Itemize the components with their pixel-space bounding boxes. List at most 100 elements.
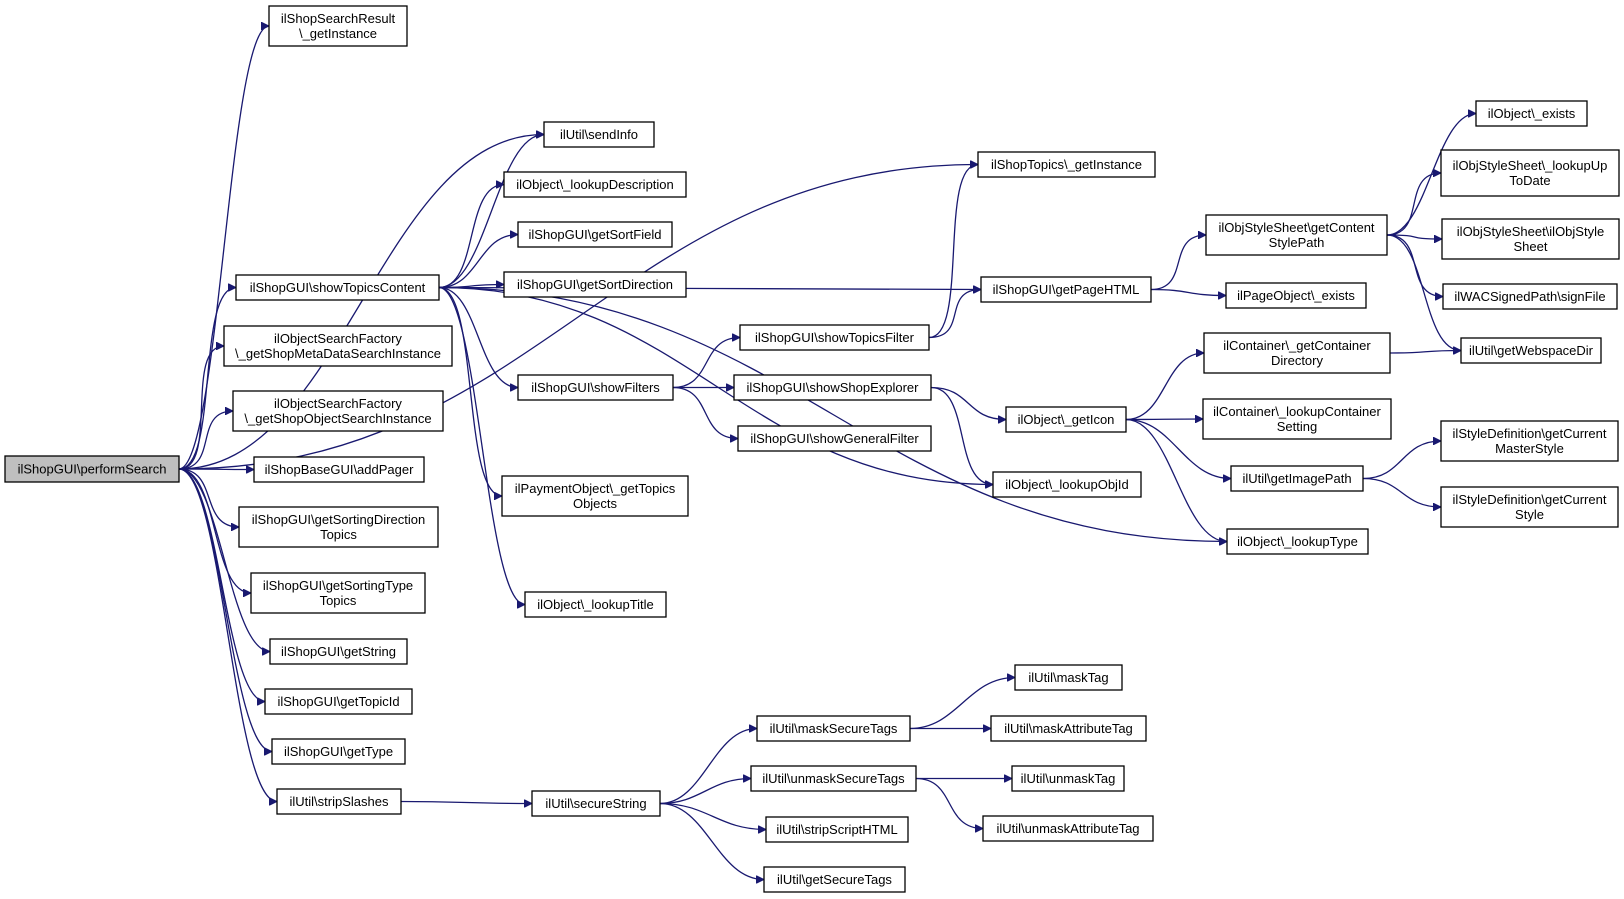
node-label-line: ilWACSignedPath\signFile — [1454, 289, 1605, 304]
node-box — [1011, 765, 1125, 792]
edge-root-to-n_objsearch — [178, 411, 233, 470]
node-n_shoptopics[interactable]: ilShopTopics\_getInstance — [977, 151, 1156, 178]
node-n_addpager[interactable]: ilShopBaseGUI\addPager — [253, 456, 425, 483]
node-n_unmaskattrtag[interactable]: ilUtil\unmaskAttributeTag — [982, 815, 1154, 842]
node-n_unmasktag[interactable]: ilUtil\unmaskTag — [1011, 765, 1125, 792]
node-label-line: ilObject\_lookupType — [1237, 534, 1358, 549]
node-n_signfile[interactable]: ilWACSignedPath\signFile — [1442, 283, 1618, 310]
edge-n_showtopicscontent-to-n_lookuptitle — [438, 286, 526, 605]
node-label-line: \_getInstance — [299, 26, 377, 41]
node-root[interactable]: ilShopGUI\performSearch — [4, 455, 180, 483]
node-box — [1202, 398, 1392, 440]
node-n_objexists[interactable]: ilObject\_exists — [1475, 100, 1588, 127]
node-n_objsearch[interactable]: ilObjectSearchFactory\_getShopObjectSear… — [232, 390, 444, 432]
node-label-line: ilStyleDefinition\getCurrent — [1453, 426, 1607, 441]
node-n_sortfield[interactable]: ilShopGUI\getSortField — [517, 221, 673, 248]
edge-n_getimagepath-to-n_mastersyle — [1362, 441, 1441, 480]
node-label-line: ilUtil\secureString — [545, 796, 646, 811]
node-n_stripslashes[interactable]: ilUtil\stripSlashes — [276, 788, 402, 815]
nodes-layer: ilShopGUI\performSearch ilShopSearchResul… — [4, 5, 1620, 893]
node-n_getsecuretags[interactable]: ilUtil\getSecureTags — [763, 866, 906, 893]
node-label-line: ilUtil\unmaskSecureTags — [762, 771, 905, 786]
node-box — [765, 816, 909, 843]
node-label-line: ilUtil\sendInfo — [560, 127, 638, 142]
node-box — [4, 455, 180, 483]
node-n_metasearch[interactable]: ilObjectSearchFactory\_getShopMetaDataSe… — [223, 325, 453, 367]
node-n_webspacedir[interactable]: ilUtil\getWebspaceDir — [1460, 337, 1602, 364]
node-n_lookupobjid[interactable]: ilObject\_lookupObjId — [992, 471, 1142, 498]
node-n_pageobjexists[interactable]: ilPageObject\_exists — [1225, 282, 1367, 309]
node-box — [543, 121, 655, 148]
edge-n_showshopexplorer-to-n_lookupobjid — [930, 386, 993, 485]
node-box — [264, 688, 413, 715]
node-label-line: ilShopGUI\getSortingDirection — [252, 512, 425, 527]
node-n_getpagehtml[interactable]: ilShopGUI\getPageHTML — [980, 276, 1152, 303]
node-label-line: ilShopGUI\showTopicsFilter — [755, 330, 915, 345]
node-label-line: ilUtil\getImagePath — [1242, 471, 1351, 486]
node-box — [1440, 420, 1619, 462]
node-box — [1203, 332, 1391, 374]
edge-root-to-n_sendinfo — [178, 135, 544, 470]
node-box — [503, 271, 687, 298]
node-n_showgeneralfilter[interactable]: ilShopGUI\showGeneralFilter — [737, 425, 932, 452]
node-label-line: ilUtil\maskSecureTags — [770, 721, 898, 736]
node-label-line: ToDate — [1509, 173, 1550, 188]
node-box — [1441, 218, 1620, 260]
node-n_masktag[interactable]: ilUtil\maskTag — [1014, 664, 1123, 691]
node-n_search_result[interactable]: ilShopSearchResult\_getInstance — [268, 5, 408, 47]
edge-n_showtopicsfilter-to-n_shoptopics — [928, 165, 979, 339]
node-label-line: Objects — [573, 496, 618, 511]
edge-n_geticon-to-n_containerdir — [1125, 353, 1204, 421]
edge-n_getimagepath-to-n_currentstyle — [1362, 477, 1441, 508]
node-n_gettype[interactable]: ilShopGUI\getType — [271, 738, 406, 765]
node-n_lookuptitle[interactable]: ilObject\_lookupTitle — [524, 591, 667, 618]
node-n_sortdir[interactable]: ilShopGUI\getSortDirection — [503, 271, 687, 298]
node-n_getstring[interactable]: ilShopGUI\getString — [269, 638, 408, 665]
node-label-line: ilUtil\stripSlashes — [290, 794, 389, 809]
node-n_showshopexplorer[interactable]: ilShopGUI\showShopExplorer — [733, 374, 932, 401]
node-label-line: ilShopGUI\showGeneralFilter — [750, 431, 919, 446]
edges-layer — [178, 26, 1476, 880]
node-n_showtopicsfilter[interactable]: ilShopGUI\showTopicsFilter — [739, 324, 930, 351]
node-n_masksecuretags[interactable]: ilUtil\maskSecureTags — [756, 715, 911, 742]
edge-n_stripslashes-to-n_securestring — [400, 802, 532, 804]
node-n_stripscripthtml[interactable]: ilUtil\stripScriptHTML — [765, 816, 909, 843]
node-n_geticon[interactable]: ilObject\_getIcon — [1005, 406, 1127, 433]
edge-root-to-n_getstring — [178, 468, 271, 652]
node-n_maskattrtag[interactable]: ilUtil\maskAttributeTag — [990, 715, 1147, 742]
node-box — [531, 790, 661, 817]
node-label-line: ilShopGUI\getPageHTML — [993, 282, 1140, 297]
node-label-line: ilUtil\maskTag — [1028, 670, 1108, 685]
node-label-line: ilUtil\stripScriptHTML — [776, 822, 897, 837]
edge-root-to-n_showtopicscontent — [178, 288, 237, 470]
node-box — [763, 866, 906, 893]
node-n_getimagepath[interactable]: ilUtil\getImagePath — [1230, 465, 1364, 492]
node-n_securestring[interactable]: ilUtil\secureString — [531, 790, 661, 817]
edge-root-to-n_metasearch — [178, 346, 225, 470]
node-label-line: ilUtil\getWebspaceDir — [1469, 343, 1594, 358]
node-n_objstylesheet[interactable]: ilObjStyleSheet\ilObjStyleSheet — [1441, 218, 1620, 260]
node-n_showfilters[interactable]: ilShopGUI\showFilters — [517, 374, 674, 401]
node-n_lookuptype[interactable]: ilObject\_lookupType — [1226, 528, 1369, 555]
edge-n_contentstylepath-to-n_lookupuptodate — [1386, 173, 1441, 236]
node-label-line: ilUtil\getSecureTags — [777, 872, 892, 887]
node-label-line: ilObjStyleSheet\_lookupUp — [1453, 158, 1608, 173]
edge-n_containerdir-to-n_webspacedir — [1389, 351, 1461, 354]
node-n_gettopicid[interactable]: ilShopGUI\getTopicId — [264, 688, 413, 715]
node-n_lookupdesc[interactable]: ilObject\_lookupDescription — [503, 171, 687, 198]
edge-n_geticon-to-n_containersetting — [1125, 419, 1203, 420]
edge-n_getpagehtml-to-n_pageobjexists — [1150, 288, 1226, 296]
node-box — [524, 591, 667, 618]
node-n_showtopicscontent[interactable]: ilShopGUI\showTopicsContent — [235, 274, 440, 301]
node-n_sendinfo[interactable]: ilUtil\sendInfo — [543, 121, 655, 148]
node-n_unmasksecuretags[interactable]: ilUtil\unmaskSecureTags — [750, 765, 917, 792]
